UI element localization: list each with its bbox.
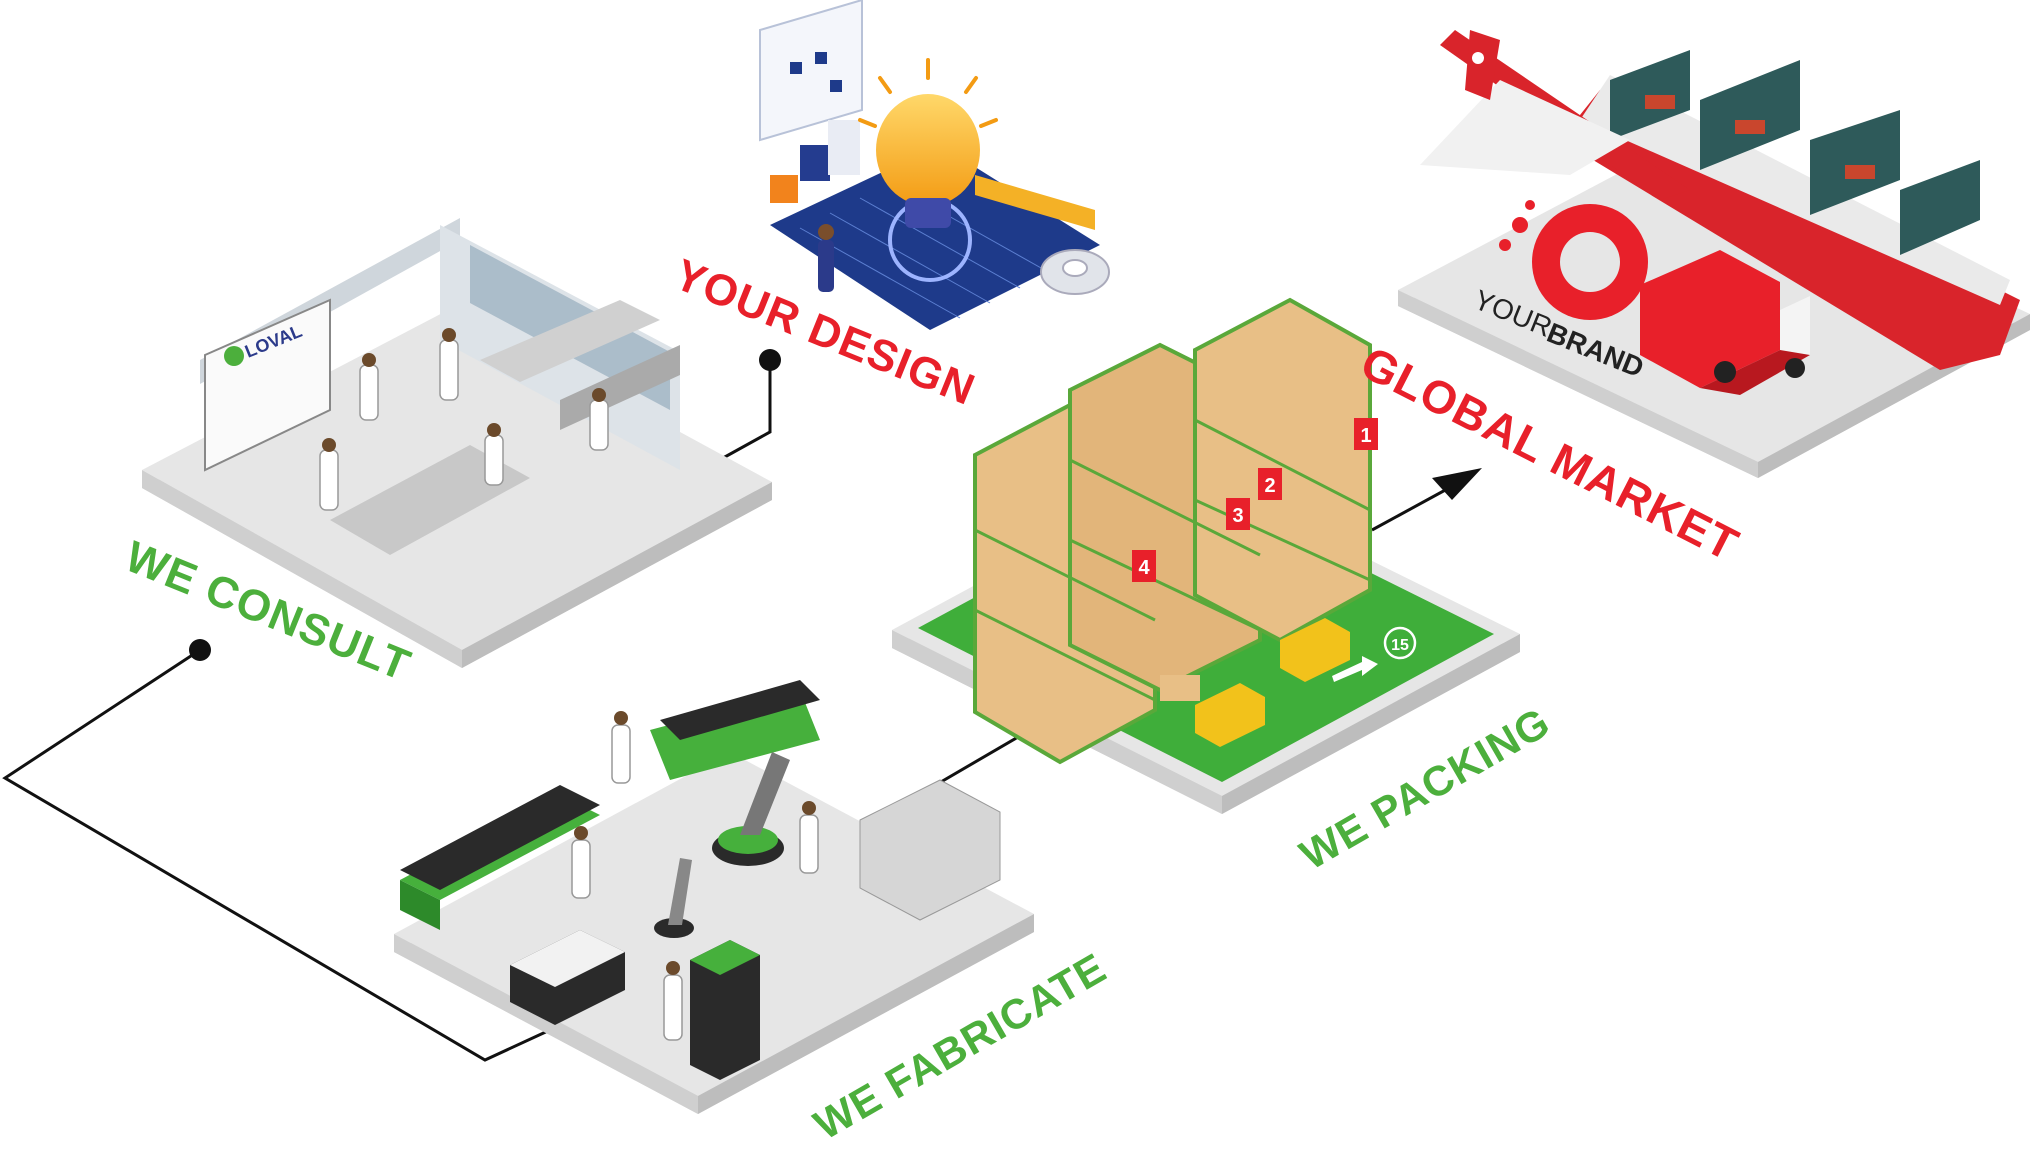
storage-racks <box>973 297 1372 765</box>
loval-logo-icon <box>224 346 244 366</box>
whiteboard <box>204 298 331 472</box>
floor-marker-number: 15 <box>1391 637 1409 654</box>
flowchart-icon <box>759 0 863 142</box>
machine-unit <box>510 930 625 1025</box>
svg-text:2: 2 <box>1264 475 1275 497</box>
arrow-head-icon <box>1432 468 1482 500</box>
svg-text:4: 4 <box>1138 557 1150 579</box>
ruler-icon <box>975 175 1095 230</box>
truck-icon <box>1640 250 1810 395</box>
rack-sign-3: 3 <box>1226 498 1250 530</box>
control-cabinet <box>690 940 760 1080</box>
forklift-icon <box>1160 618 1350 747</box>
svg-text:1: 1 <box>1360 425 1371 447</box>
packing-platform: 1 2 3 4 15 <box>892 297 1520 814</box>
fabricate-platform <box>394 680 1034 1114</box>
robot-arm-icon <box>654 858 694 938</box>
design-illustration <box>759 0 1110 330</box>
blueprint <box>770 145 1100 330</box>
consult-workers <box>319 339 609 511</box>
fabricate-workers <box>571 724 819 1041</box>
svg-text:3: 3 <box>1232 505 1243 527</box>
rack-sign-1: 1 <box>1354 418 1378 450</box>
ship-icon <box>1560 50 2020 370</box>
gear-icon <box>1040 249 1110 295</box>
brand-mark-icon <box>1499 200 1648 320</box>
airplane-icon <box>1420 30 1690 200</box>
connector-consult-fabricate <box>2 648 551 1062</box>
rack-sign-4: 4 <box>1132 550 1156 582</box>
market-platform: YOUR BRAND <box>1398 30 2030 478</box>
lightbulb-icon <box>858 58 998 228</box>
robot-arm-icon <box>712 752 790 866</box>
consult-platform: LOVAL <box>142 218 772 668</box>
connector-dot-design <box>759 349 781 371</box>
floor-arrow-icon <box>1332 656 1378 682</box>
floor-marker-icon <box>1383 626 1417 660</box>
rack-sign-2: 2 <box>1258 468 1282 500</box>
connector-dot-consult <box>189 639 211 661</box>
